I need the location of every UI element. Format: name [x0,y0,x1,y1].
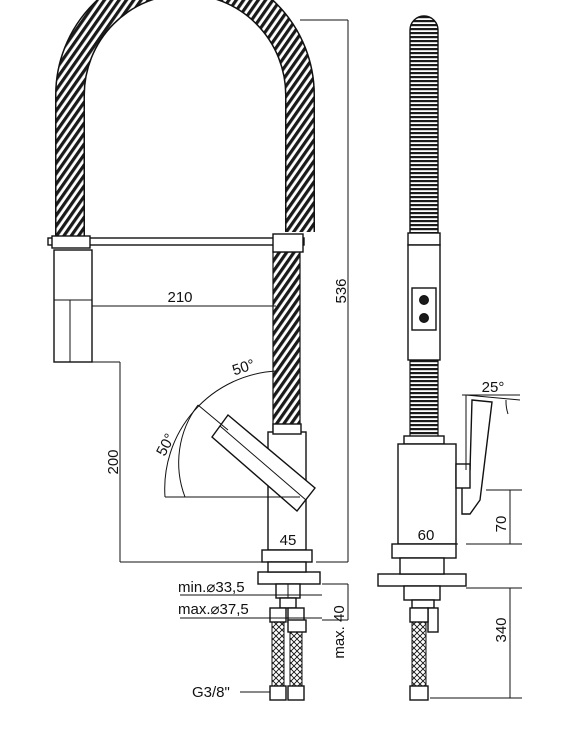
side-button-lower [419,313,429,323]
side-body-collar [403,435,445,445]
front-base [261,549,313,563]
front-flange [257,571,321,585]
dim-connection: G3/8" [192,684,230,701]
dim-reach: 210 [167,289,192,306]
side-spray-clip [407,232,441,246]
side-body [397,443,457,545]
front-hose-clip [272,233,304,253]
dim-hose-length: 340 [493,617,510,642]
side-view: 25° 60 70 340 [377,15,522,701]
front-hose-lower [272,251,301,431]
side-button-panel [411,287,437,331]
front-spray-head [53,249,93,363]
dim-min-hole: min.⌀33,5 [178,579,245,596]
dim-spout-height: 200 [105,449,122,474]
front-view: 536 210 200 50° 50° 45 min.⌀33,5 max.⌀37… [47,0,350,701]
side-hose-top [409,15,439,236]
side-connector-bottom [409,685,429,701]
dim-max-hole: max.⌀37,5 [178,601,249,618]
front-connector-bottom-right [287,685,305,701]
front-connector-bottom-left [269,685,287,701]
dim-base-width-side: 60 [418,527,435,544]
dim-handle-height: 70 [493,516,510,533]
dim-height-total: 536 [333,278,350,303]
side-flange [377,573,467,587]
side-hose-lower [409,359,439,443]
dim-base-width-front: 45 [280,532,297,549]
front-angle-arc-inner [178,404,199,498]
side-fitting [427,607,439,633]
side-handle-stem [455,463,471,489]
dim-handle-angle: 25° [482,379,505,396]
dim-angle-top: 50° [230,356,257,379]
dim-angle-left: 50° [153,431,179,459]
side-button-upper [419,295,429,305]
front-hose-arch-coil [56,0,314,242]
side-connector-top [409,607,429,623]
front-body-collar [272,423,302,435]
front-spray-clip [51,235,91,249]
front-fitting [287,619,307,633]
side-base [391,543,457,559]
front-connector-top-left [269,607,287,623]
front-holder-bar [47,237,305,246]
dim-max-thickness: max. 40 [331,605,348,658]
front-hose-arch [55,0,315,242]
